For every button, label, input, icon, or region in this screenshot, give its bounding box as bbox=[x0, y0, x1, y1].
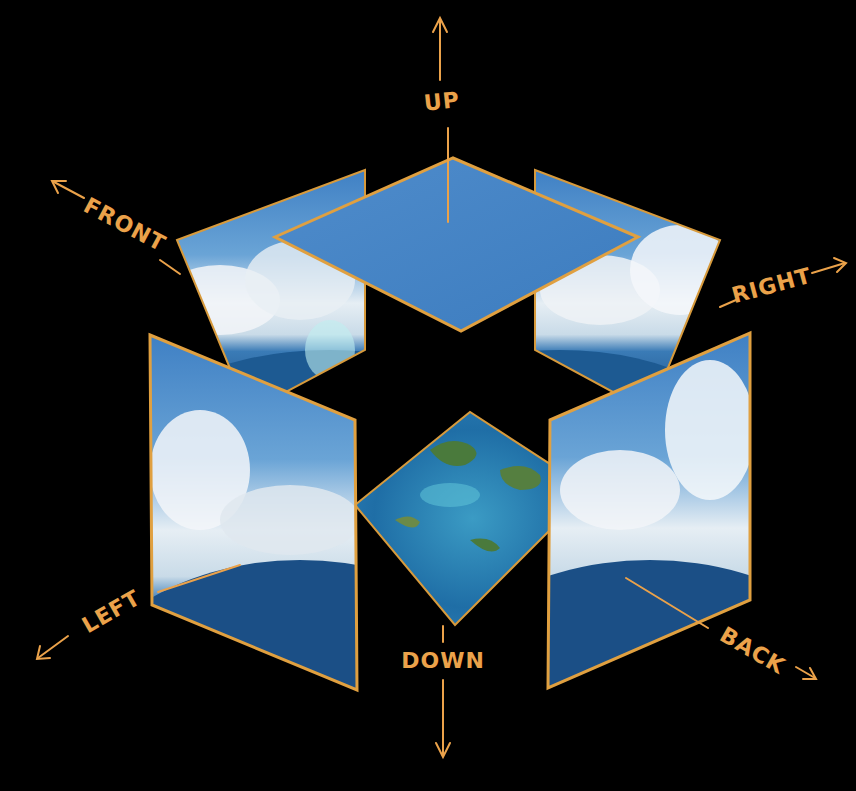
direction-label: DOWN bbox=[401, 650, 485, 672]
leader-lines bbox=[37, 18, 846, 757]
direction-label: FRONT bbox=[81, 194, 170, 255]
direction-label: BACK bbox=[716, 624, 788, 679]
up-panel bbox=[275, 158, 638, 331]
back-panel bbox=[410, 333, 856, 791]
left-panel bbox=[70, 335, 530, 791]
direction-label: RIGHT bbox=[730, 265, 815, 307]
direction-label: UP bbox=[423, 89, 461, 115]
direction-label: LEFT bbox=[79, 587, 145, 638]
